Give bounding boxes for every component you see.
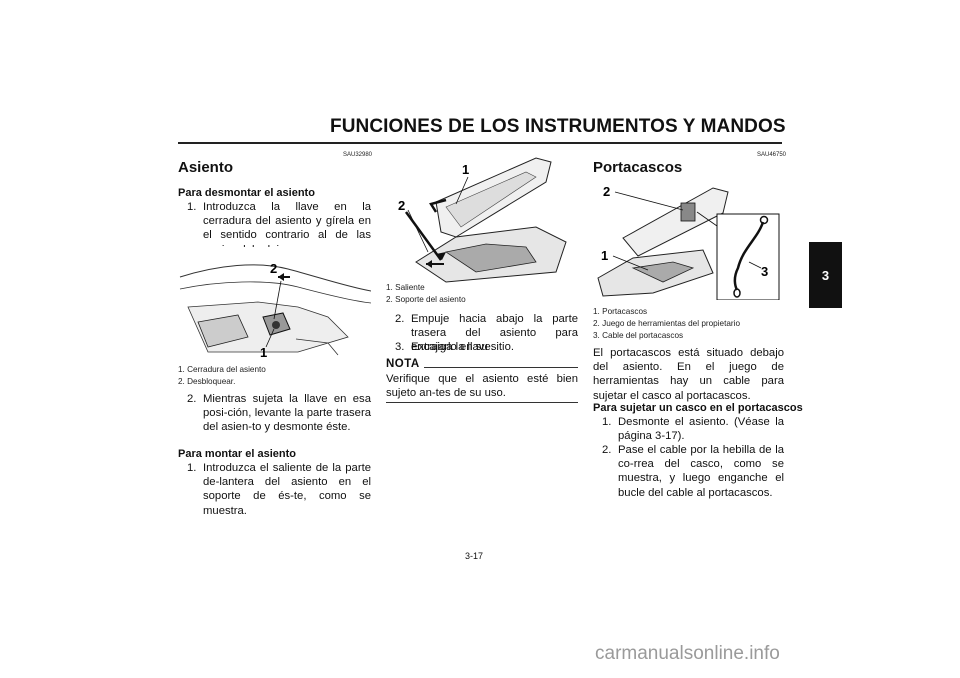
section-code-portacascos: SAU46750 [757, 152, 787, 158]
step-number: 2. [602, 444, 612, 456]
step-number: 2. [187, 393, 197, 405]
step-montar-1: 1. Introduzca el saliente de la parte de… [187, 461, 371, 518]
fig-label: 1 [462, 162, 469, 177]
header-rule [178, 142, 782, 144]
fig-label: 2 [398, 198, 405, 213]
page-number: 3-17 [465, 551, 484, 561]
step-casco-2: 2. Pase el cable por la hebilla de la co… [602, 443, 784, 500]
caption-right-2: 2. Juego de herramientas del propietario [593, 319, 741, 328]
step-number: 1. [602, 416, 612, 428]
watermark: carmanualsonline.info [595, 643, 780, 664]
subheading-desmontar: Para desmontar el asiento [178, 187, 315, 199]
heading-portacascos: Portacascos [593, 159, 683, 176]
step-text: Empuje hacia abajo la parte trasera del … [411, 313, 578, 354]
fig-label: 1 [260, 345, 267, 357]
caption-right-1: 1. Portacascos [593, 307, 648, 316]
fig-label: 3 [761, 264, 768, 279]
nota-title: NOTA [386, 358, 420, 370]
figure-seat-lock: 2 1 [178, 247, 371, 357]
step-montar-3: 3. Extraiga la llave. [395, 340, 578, 354]
caption-asiento-2: 2. Desbloquear. [178, 377, 236, 386]
step-casco-1: 1. Desmonte el asiento. (Véase la página… [602, 415, 784, 443]
fig-label: 1 [601, 248, 608, 263]
portacascos-paragraph: El portacascos está situado debajo del a… [593, 347, 784, 402]
nota-text: Verifique que el asiento esté bien sujet… [386, 373, 578, 400]
subheading-montar: Para montar el asiento [178, 448, 296, 460]
step-text: Extraiga la llave. [411, 341, 494, 353]
caption-right-3: 3. Cable del portacascos [593, 331, 684, 340]
step-number: 2. [395, 313, 405, 325]
subheading-sujetar-casco: Para sujetar un casco en el portacascos [593, 402, 803, 414]
step-text: Mientras sujeta la llave en esa posi-ció… [203, 393, 371, 434]
heading-asiento: Asiento [178, 159, 234, 176]
nota-rule-top [424, 367, 578, 368]
step-number: 1. [187, 201, 197, 213]
fig-label: 2 [270, 261, 277, 276]
figure-helmet-holder: 2 1 3 [593, 178, 783, 300]
step-montar-2: 2. Empuje hacia abajo la parte trasera d… [395, 312, 578, 355]
fig-label: 2 [603, 184, 610, 199]
caption-mid-2: 2. Soporte del asiento [386, 295, 466, 304]
page-header-title: FUNCIONES DE LOS INSTRUMENTOS Y MANDOS [330, 116, 786, 137]
section-code-asiento: SAU32980 [343, 152, 373, 158]
caption-mid-1: 1. Saliente [386, 283, 425, 292]
step-text: Introduzca el saliente de la parte de-la… [203, 462, 371, 517]
step-number: 1. [187, 462, 197, 474]
step-number: 3. [395, 341, 405, 353]
caption-asiento-1: 1. Cerradura del asiento [178, 365, 266, 374]
step-text: Pase el cable por la hebilla de la co-rr… [618, 444, 784, 499]
nota-rule-bottom [386, 402, 578, 403]
step-text: Desmonte el asiento. (Véase la página 3-… [618, 416, 784, 443]
step-desmontar-2: 2. Mientras sujeta la llave en esa posi-… [187, 392, 371, 435]
figure-seat-install: 1 2 [386, 152, 578, 285]
chapter-tab: 3 [809, 242, 842, 308]
